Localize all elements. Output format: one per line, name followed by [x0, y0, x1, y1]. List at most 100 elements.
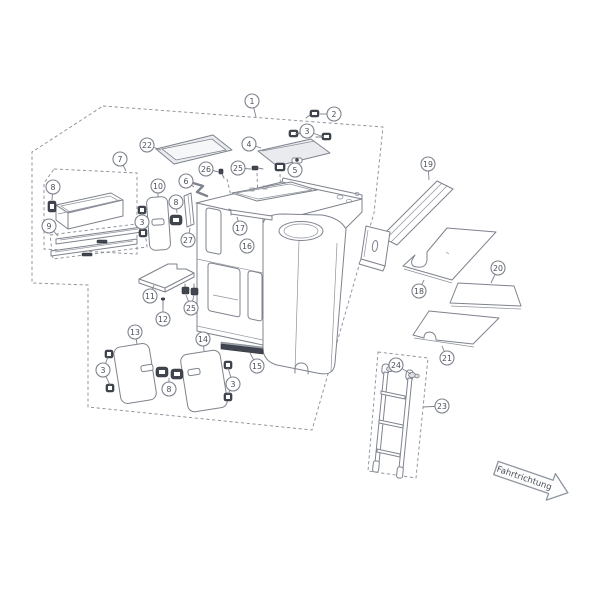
- callout-number: 3: [231, 380, 236, 389]
- callout-number: 12: [158, 315, 168, 324]
- part-18-panel: [402, 227, 497, 284]
- part-6-bracket: [191, 181, 209, 198]
- callout-23: 23: [422, 398, 450, 414]
- part-7-drawer: [55, 192, 124, 230]
- callout-circle: [232, 220, 248, 236]
- part-3-hinges-door14: [223, 360, 233, 402]
- part-14-door: [180, 349, 228, 413]
- callout-number: 25: [186, 304, 196, 313]
- callout-circle: [239, 238, 255, 254]
- callout-circle: [299, 123, 315, 139]
- callout-number: 17: [235, 224, 245, 233]
- part-27-strip: [183, 192, 195, 228]
- callout-number: 27: [183, 236, 193, 245]
- callout-17: 17: [232, 216, 248, 236]
- callout-22: 22: [139, 137, 162, 153]
- callout-13: 13: [127, 324, 143, 345]
- callout-circle: [195, 331, 211, 347]
- callout-18: 18: [411, 279, 427, 299]
- callout-16: 16: [239, 238, 255, 254]
- callout-number: 15: [252, 362, 262, 371]
- callout-circle: [439, 350, 455, 366]
- callout-number: 7: [118, 155, 123, 164]
- callout-circle: [45, 179, 61, 195]
- part-17-rail: [228, 208, 273, 221]
- callout-4: 4: [241, 136, 262, 152]
- callout-3: 3: [95, 356, 111, 386]
- part-25-screw-top: [251, 165, 264, 171]
- direction-arrow: Fahrtrichtung: [493, 460, 569, 501]
- part-10-panel: [146, 196, 171, 251]
- callout-3: 3: [134, 213, 150, 230]
- callout-number: 5: [293, 166, 298, 175]
- callout-number: 16: [242, 242, 252, 251]
- callout-10: 10: [150, 178, 166, 197]
- callout-circle: [411, 283, 427, 299]
- callout-12: 12: [155, 307, 171, 327]
- callout-circle: [388, 357, 404, 373]
- callout-number: 19: [423, 160, 433, 169]
- callout-7: 7: [112, 151, 128, 172]
- callout-circle: [241, 136, 257, 152]
- callout-circle: [326, 106, 342, 122]
- callout-circle: [183, 300, 199, 316]
- callout-number: 11: [145, 292, 155, 301]
- callout-3: 3: [225, 367, 241, 395]
- callout-circle: [249, 358, 265, 374]
- part-15-strip: [220, 341, 264, 355]
- callout-26: 26: [198, 161, 220, 177]
- callout-circle: [244, 93, 260, 109]
- part-21-panel: [412, 310, 500, 348]
- callout-25: 25: [230, 160, 252, 176]
- callout-number: 2: [332, 110, 337, 119]
- callout-8: 8: [45, 179, 61, 201]
- part-8-latches-lower: [155, 366, 184, 380]
- callout-circle: [287, 162, 303, 178]
- callout-8: 8: [168, 194, 184, 214]
- callout-circle: [434, 398, 450, 414]
- callout-number: 24: [391, 361, 401, 370]
- callout-number: 1: [250, 97, 255, 106]
- callout-circle: [155, 311, 171, 327]
- part-8-latch-left: [47, 200, 57, 213]
- callout-number: 23: [437, 402, 447, 411]
- callout-number: 3: [305, 127, 310, 136]
- callout-11: 11: [142, 284, 158, 304]
- callout-circle: [150, 178, 166, 194]
- callout-number: 8: [167, 385, 172, 394]
- callout-circle: [41, 218, 57, 234]
- part-3-clips-mid: [137, 205, 148, 238]
- callout-21: 21: [439, 345, 455, 366]
- callout-circle: [225, 376, 241, 392]
- part-3-hinges-door13: [104, 349, 115, 393]
- outer-dashed-boundary: [31, 105, 384, 431]
- callout-6: 6: [178, 173, 195, 189]
- callout-20: 20: [490, 260, 506, 284]
- callout-circle: [490, 260, 506, 276]
- callout-circle: [134, 214, 150, 230]
- callout-circle: [139, 137, 155, 153]
- part-2-fastener: [305, 109, 320, 119]
- callout-number: 10: [153, 182, 163, 191]
- callout-19: 19: [420, 156, 436, 181]
- callout-14: 14: [195, 331, 211, 352]
- callout-8: 8: [161, 378, 177, 397]
- callout-15: 15: [249, 352, 265, 374]
- callout-24: 24: [388, 357, 412, 375]
- part-22-lid: [155, 134, 233, 165]
- callout-27: 27: [180, 227, 196, 248]
- callout-25: 25: [183, 294, 199, 316]
- part-12-screw: [160, 297, 166, 309]
- part-13-door: [113, 343, 157, 404]
- callout-9: 9: [41, 218, 59, 237]
- callout-circle: [198, 161, 214, 177]
- callout-1: 1: [244, 93, 260, 118]
- callout-circle: [142, 288, 158, 304]
- callout-circle: [127, 324, 143, 340]
- part-25-clips-lower: [181, 283, 199, 296]
- callout-number: 3: [101, 366, 106, 375]
- part-8-latch-mid: [169, 214, 183, 226]
- callout-number: 3: [140, 218, 145, 227]
